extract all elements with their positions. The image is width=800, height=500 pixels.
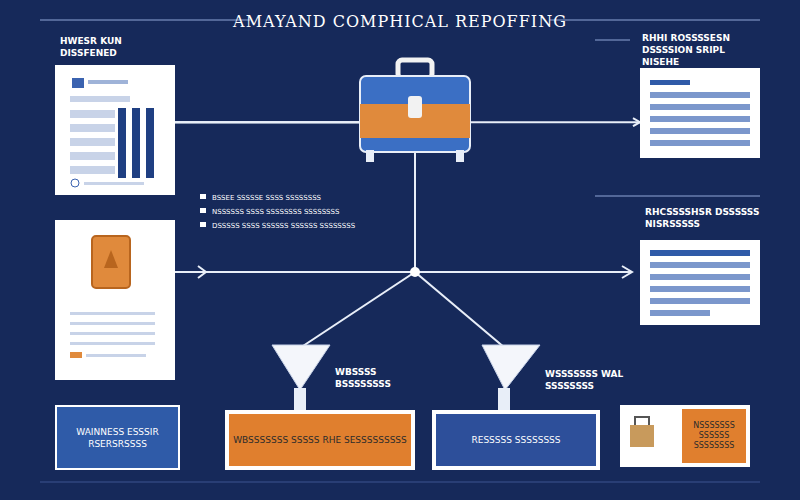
node-text: WAINNESS ESSSIR RSERSRSSSS bbox=[59, 409, 176, 466]
note-text: DSSSSS SSSS SSSSSS SSSSSS SSSSSSSS bbox=[212, 222, 355, 231]
note-text: BSSEE SSSSSE SSSS SSSSSSSS bbox=[212, 194, 321, 203]
funnel-symbol bbox=[272, 345, 540, 410]
diagram-title: AMAYAND COMPHICAL REPOFFING bbox=[200, 12, 600, 31]
briefcase-icon bbox=[360, 60, 470, 162]
note-text: NSSSSSS SSSS SSSSSSSS SSSSSSSS bbox=[212, 208, 339, 217]
process-box: WSSSSSSS WAL SSSSSSSSRESSSSS SSSSSSSS bbox=[432, 410, 600, 470]
node-heading: WBSSSS BSSSSSSSS bbox=[335, 366, 420, 390]
node-heading: HWESR KUN DISSFENED bbox=[60, 35, 180, 59]
node-text: NSSSSSSS SSSSSS SSSSSSSS bbox=[682, 409, 746, 463]
process-box: WBSSSS BSSSSSSSSWBSSSSSSS SSSSS RHE SESS… bbox=[225, 410, 415, 470]
process-box: WAINNESS ESSSIR RSERSRSSSS bbox=[55, 405, 180, 470]
node-text: RESSSSS SSSSSSSS bbox=[436, 414, 596, 466]
node-heading: RHHI ROSSSSESN DSSSSION SRIPL NISEHE bbox=[642, 32, 762, 68]
connector-line bbox=[175, 122, 505, 410]
process-box: NSSSSSSS SSSSSS SSSSSSSS bbox=[620, 405, 750, 467]
junction-dot bbox=[410, 267, 420, 277]
node-heading: RHCSSSSHSR DSSSSSS NISRSSSSS bbox=[645, 206, 765, 230]
document-box: RHCSSSSHSR DSSSSSS NISRSSSSS bbox=[640, 240, 760, 325]
document-box: HWESR KUN DISSFENED bbox=[55, 65, 175, 195]
document-box: RHHI ROSSSSESN DSSSSION SRIPL NISEHE bbox=[640, 68, 760, 158]
node-text: WBSSSSSSS SSSSS RHE SESSSSSSSSS bbox=[229, 414, 411, 466]
node-heading: WSSSSSSS WAL SSSSSSSS bbox=[545, 368, 630, 392]
connector-line bbox=[175, 122, 415, 410]
document-page bbox=[55, 220, 175, 380]
